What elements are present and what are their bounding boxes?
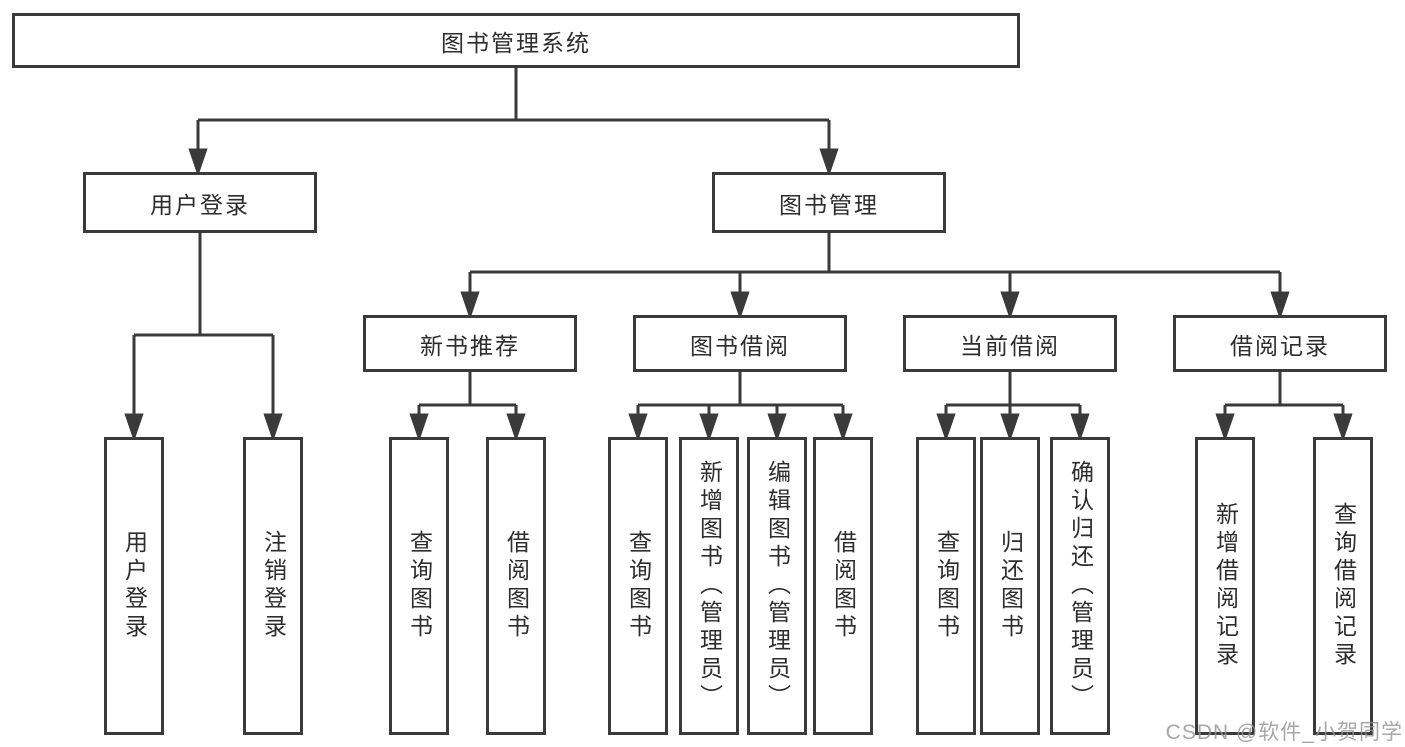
leaf-label: 借阅图书 [503,530,530,642]
connector-book-management-to-level3 [460,233,1290,320]
leaf-return-books: 归还图书 [980,437,1040,735]
leaf-query-books-current: 查询图书 [916,437,976,735]
leaf-label: 编辑图书（管理员） [764,460,791,712]
leaf-logout: 注销登录 [243,437,303,735]
node-new-book-recommend: 新书推荐 [363,315,577,372]
connector-root-to-level2 [188,68,839,177]
node-book-borrow: 图书借阅 [633,315,847,372]
node-user-login: 用户登录 [83,172,317,233]
csdn-watermark: CSDN @软件_小贺同学 [1165,721,1403,744]
leaf-query-borrow-record: 查询借阅记录 [1313,437,1373,735]
leaf-label: 借阅图书 [830,530,857,642]
node-root-system: 图书管理系统 [12,13,1020,68]
leaf-borrow-books-recommend: 借阅图书 [486,437,546,735]
node-borrow-records: 借阅记录 [1173,315,1387,372]
connector-user-login-to-leaves [124,233,283,442]
leaf-label: 新增图书（管理员） [696,460,723,712]
connector-current-borrow-to-leaves [936,372,1090,442]
leaf-add-books-admin: 新增图书（管理员） [679,437,739,735]
leaf-label: 新增借阅记录 [1212,502,1239,670]
leaf-label: 确认归还（管理员） [1067,460,1094,712]
connector-borrow-records-to-leaves [1215,372,1353,442]
leaf-borrow-books: 借阅图书 [813,437,873,735]
leaf-confirm-return-admin: 确认归还（管理员） [1050,437,1110,735]
node-book-management: 图书管理 [712,172,946,233]
connector-book-borrow-to-leaves [628,372,853,442]
leaf-label: 查询借阅记录 [1330,502,1357,670]
node-current-borrow: 当前借阅 [903,315,1117,372]
connector-new-book-to-leaves [409,372,526,442]
leaf-label: 用户登录 [121,530,148,642]
leaf-label: 注销登录 [260,530,287,642]
leaf-query-books-borrow: 查询图书 [608,437,668,735]
leaf-label: 查询图书 [625,530,652,642]
leaf-label: 查询图书 [933,530,960,642]
leaf-add-borrow-record: 新增借阅记录 [1195,437,1255,735]
leaf-label: 归还图书 [997,530,1024,642]
leaf-query-books-recommend: 查询图书 [389,437,449,735]
leaf-user-login: 用户登录 [104,437,164,735]
leaf-edit-books-admin: 编辑图书（管理员） [747,437,807,735]
leaf-label: 查询图书 [406,530,433,642]
